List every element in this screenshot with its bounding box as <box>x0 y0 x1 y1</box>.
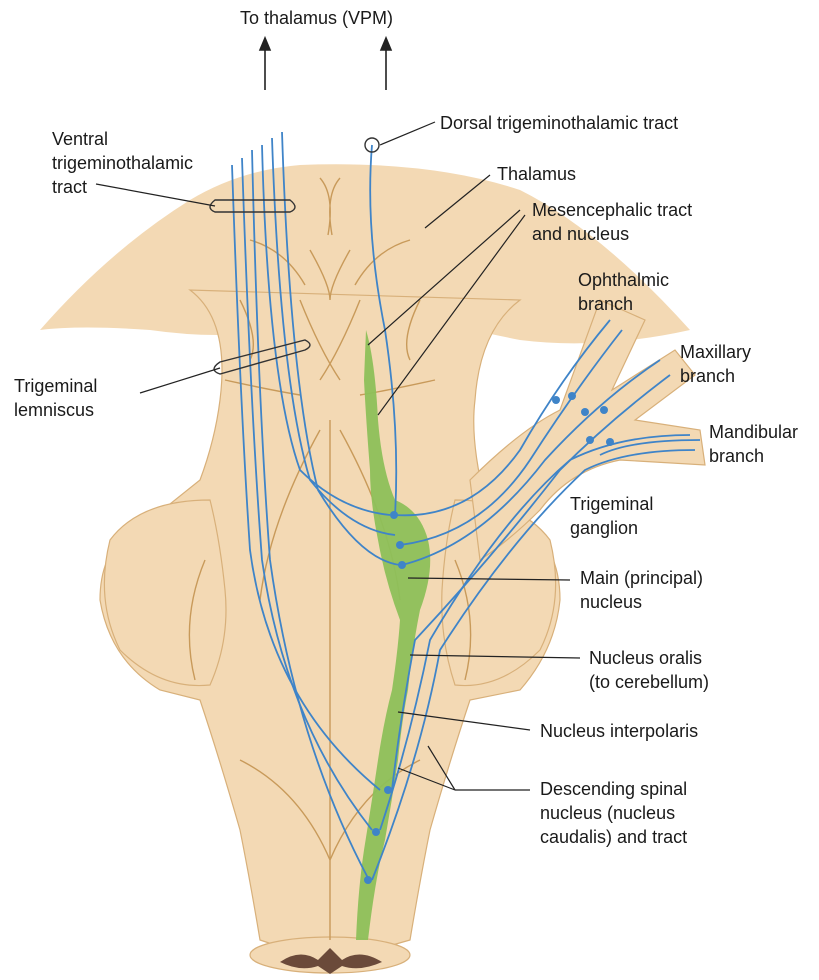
label-mesencephalic-2: and nucleus <box>532 224 629 244</box>
label-maxillary-2: branch <box>680 366 735 386</box>
label-ophthalmic-1: Ophthalmic <box>578 270 669 290</box>
label-nucleus-oralis-1: Nucleus oralis <box>589 648 702 668</box>
label-main-nucleus-2: nucleus <box>580 592 642 612</box>
label-thalamus: Thalamus <box>497 164 576 184</box>
label-dorsal-tract: Dorsal trigeminothalamic tract <box>440 113 678 133</box>
label-to-thalamus: To thalamus (VPM) <box>240 8 393 28</box>
label-trigeminal-lemniscus-1: Trigeminal <box>14 376 97 396</box>
label-trigeminal-ganglion-2: ganglion <box>570 518 638 538</box>
upward-arrows <box>260 38 391 90</box>
label-ventral-tract-2: trigeminothalamic <box>52 153 193 173</box>
label-descending-spinal-2: nucleus (nucleus <box>540 803 675 823</box>
label-ventral-tract-3: tract <box>52 177 87 197</box>
label-nucleus-interpolaris: Nucleus interpolaris <box>540 721 698 741</box>
label-descending-spinal-3: caudalis) and tract <box>540 827 687 847</box>
label-ventral-tract-1: Ventral <box>52 129 108 149</box>
left-peduncle-lobe <box>104 500 226 686</box>
label-main-nucleus-1: Main (principal) <box>580 568 703 588</box>
label-nucleus-oralis-2: (to cerebellum) <box>589 672 709 692</box>
label-mesencephalic-1: Mesencephalic tract <box>532 200 692 220</box>
label-trigeminal-ganglion-1: Trigeminal <box>570 494 653 514</box>
label-mandibular-2: branch <box>709 446 764 466</box>
label-descending-spinal-1: Descending spinal <box>540 779 687 799</box>
label-maxillary-1: Maxillary <box>680 342 751 362</box>
label-ophthalmic-2: branch <box>578 294 633 314</box>
label-trigeminal-lemniscus-2: lemniscus <box>14 400 94 420</box>
label-mandibular-1: Mandibular <box>709 422 798 442</box>
